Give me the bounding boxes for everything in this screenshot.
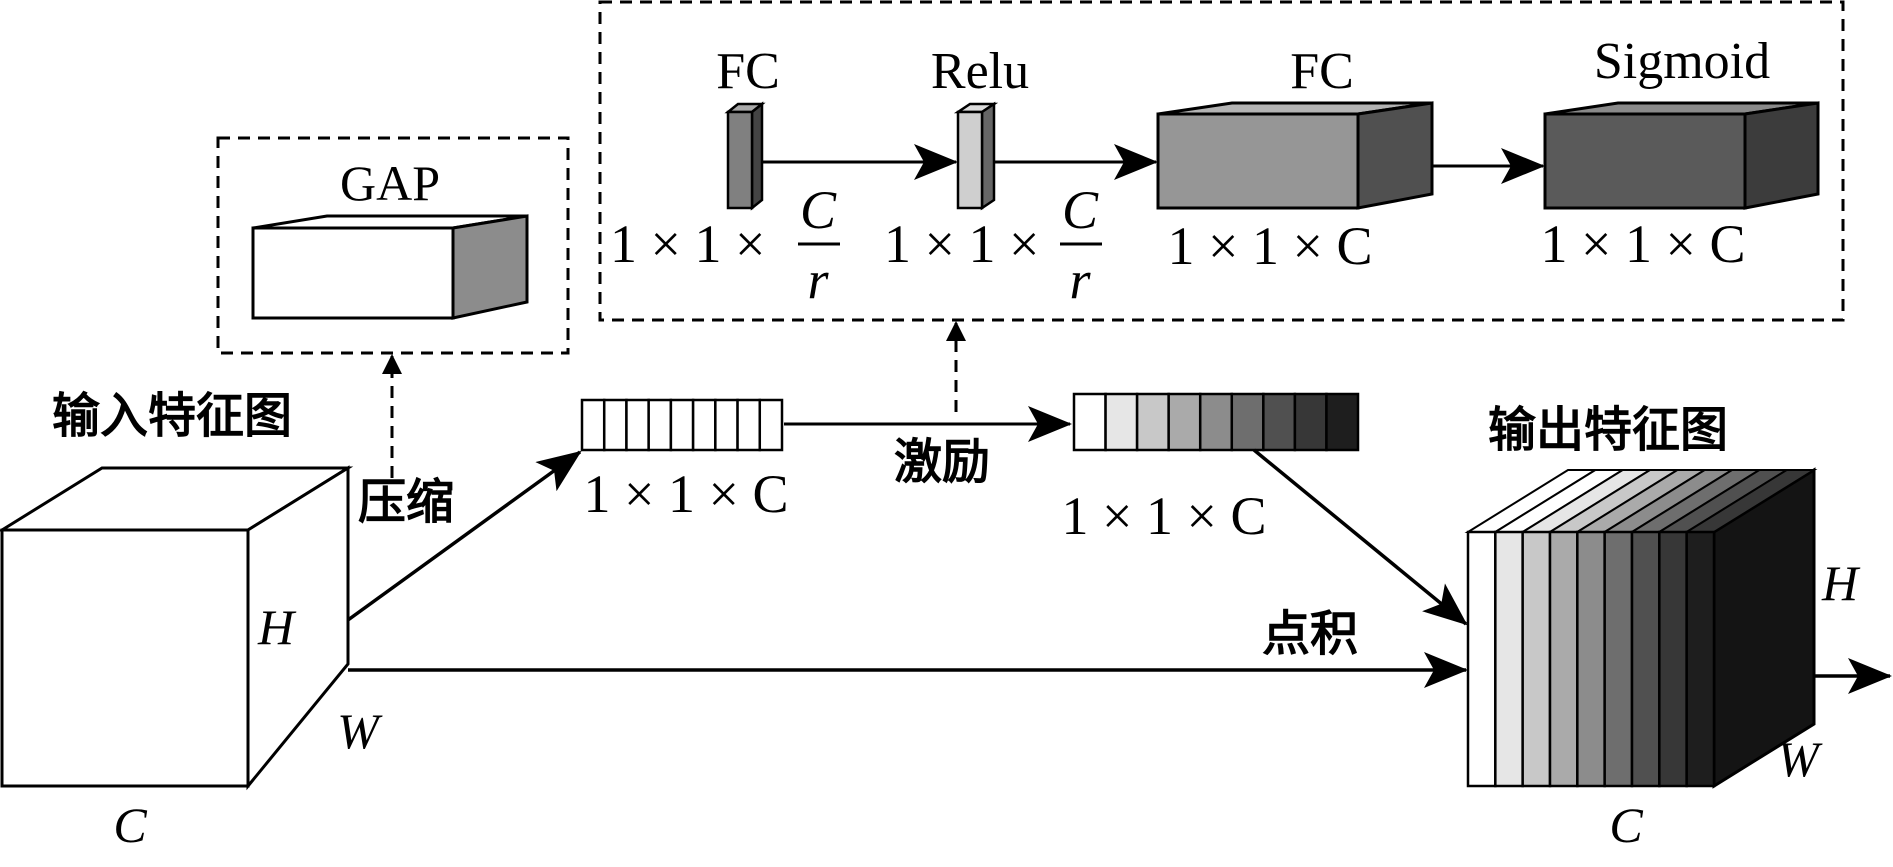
arrow-weights-to-output xyxy=(1252,448,1468,626)
output-dim-c: C xyxy=(1609,797,1643,853)
squeezed-vector-cell xyxy=(669,398,695,452)
output-cube-front-stripe xyxy=(1548,530,1579,788)
output-label: 输出特征图 xyxy=(1488,402,1728,458)
weight-vector-cell xyxy=(1262,392,1297,452)
excitation-title-sigmoid: Sigmoid xyxy=(1594,33,1770,90)
excitation-module-box xyxy=(598,0,1845,322)
excitation-frac-num-fc1: C xyxy=(800,180,837,240)
weight-vector-cell xyxy=(1230,392,1265,452)
excitation-sigmoid-block xyxy=(1543,101,1820,210)
gap-cuboid xyxy=(251,214,529,320)
input-dim-w: W xyxy=(337,703,383,759)
output-feature-cube xyxy=(1464,467,1818,789)
weight-vector-label: 1 × 1 × C xyxy=(1062,486,1267,546)
squeezed-vector-cell xyxy=(625,398,650,452)
excitation-fc2-block xyxy=(1156,101,1434,210)
squeezed-vector-label: 1 × 1 × C xyxy=(584,464,789,524)
output-cube-front-stripe xyxy=(1466,530,1497,788)
squeezed-vector xyxy=(580,398,784,452)
squeezed-vector-cell xyxy=(602,398,628,452)
excitation-fc1-block xyxy=(724,101,766,211)
excitation-frac-num-relu: C xyxy=(1062,180,1099,240)
gap-module-box xyxy=(216,136,570,355)
input-label: 输入特征图 xyxy=(52,388,292,444)
output-cube-front-stripe xyxy=(1630,530,1661,788)
excitation-dim-fc2: 1 × 1 × C xyxy=(1168,216,1373,276)
squeeze-label: 压缩 xyxy=(358,474,454,530)
weight-vector-cell xyxy=(1135,392,1170,452)
weight-vector xyxy=(1072,392,1360,452)
product-label: 点积 xyxy=(1262,606,1358,662)
excitation-relu-block xyxy=(953,101,999,211)
excitation-frac-den-relu: r xyxy=(1069,250,1091,310)
output-cube-front-stripe xyxy=(1576,530,1606,788)
output-cube-front-stripe xyxy=(1685,530,1716,788)
squeezed-vector-cell xyxy=(736,398,762,452)
weight-vector-cell xyxy=(1325,392,1360,452)
excite-label: 激励 xyxy=(894,434,990,490)
squeezed-vector-cell xyxy=(758,398,784,452)
excitation-frac-den-fc1: r xyxy=(807,250,829,310)
squeezed-vector-cell xyxy=(691,398,717,452)
excitation-dim-relu: 1 × 1 × xyxy=(884,214,1039,274)
output-cube-front-stripe xyxy=(1494,530,1524,788)
squeezed-vector-cell xyxy=(714,398,739,452)
weight-vector-cell xyxy=(1072,392,1107,452)
weight-vector-cell xyxy=(1198,392,1234,452)
output-cube-front-stripe xyxy=(1521,530,1552,788)
weight-vector-cell xyxy=(1167,392,1202,452)
arrow-input-to-vector xyxy=(346,450,582,622)
output-cube-front-stripe xyxy=(1658,530,1688,788)
excitation-title-fc1: FC xyxy=(716,43,780,100)
gap-label: GAP xyxy=(340,155,440,211)
output-cube-front-stripe xyxy=(1603,530,1634,788)
excitation-title-fc2: FC xyxy=(1290,43,1354,100)
squeezed-vector-cell xyxy=(647,398,673,452)
input-dim-h: H xyxy=(257,599,297,655)
input-dim-c: C xyxy=(113,797,147,853)
input-feature-cube xyxy=(0,465,354,791)
squeezed-vector-cell xyxy=(580,398,606,452)
output-dim-w: W xyxy=(1777,731,1823,787)
excitation-dim-fc1: 1 × 1 × xyxy=(610,214,765,274)
excitation-dim-sigmoid: 1 × 1 × C xyxy=(1541,214,1746,274)
excitation-title-relu: Relu xyxy=(931,43,1029,100)
output-dim-h: H xyxy=(1821,555,1861,611)
weight-vector-cell xyxy=(1104,392,1139,452)
weight-vector-cell xyxy=(1293,392,1328,452)
